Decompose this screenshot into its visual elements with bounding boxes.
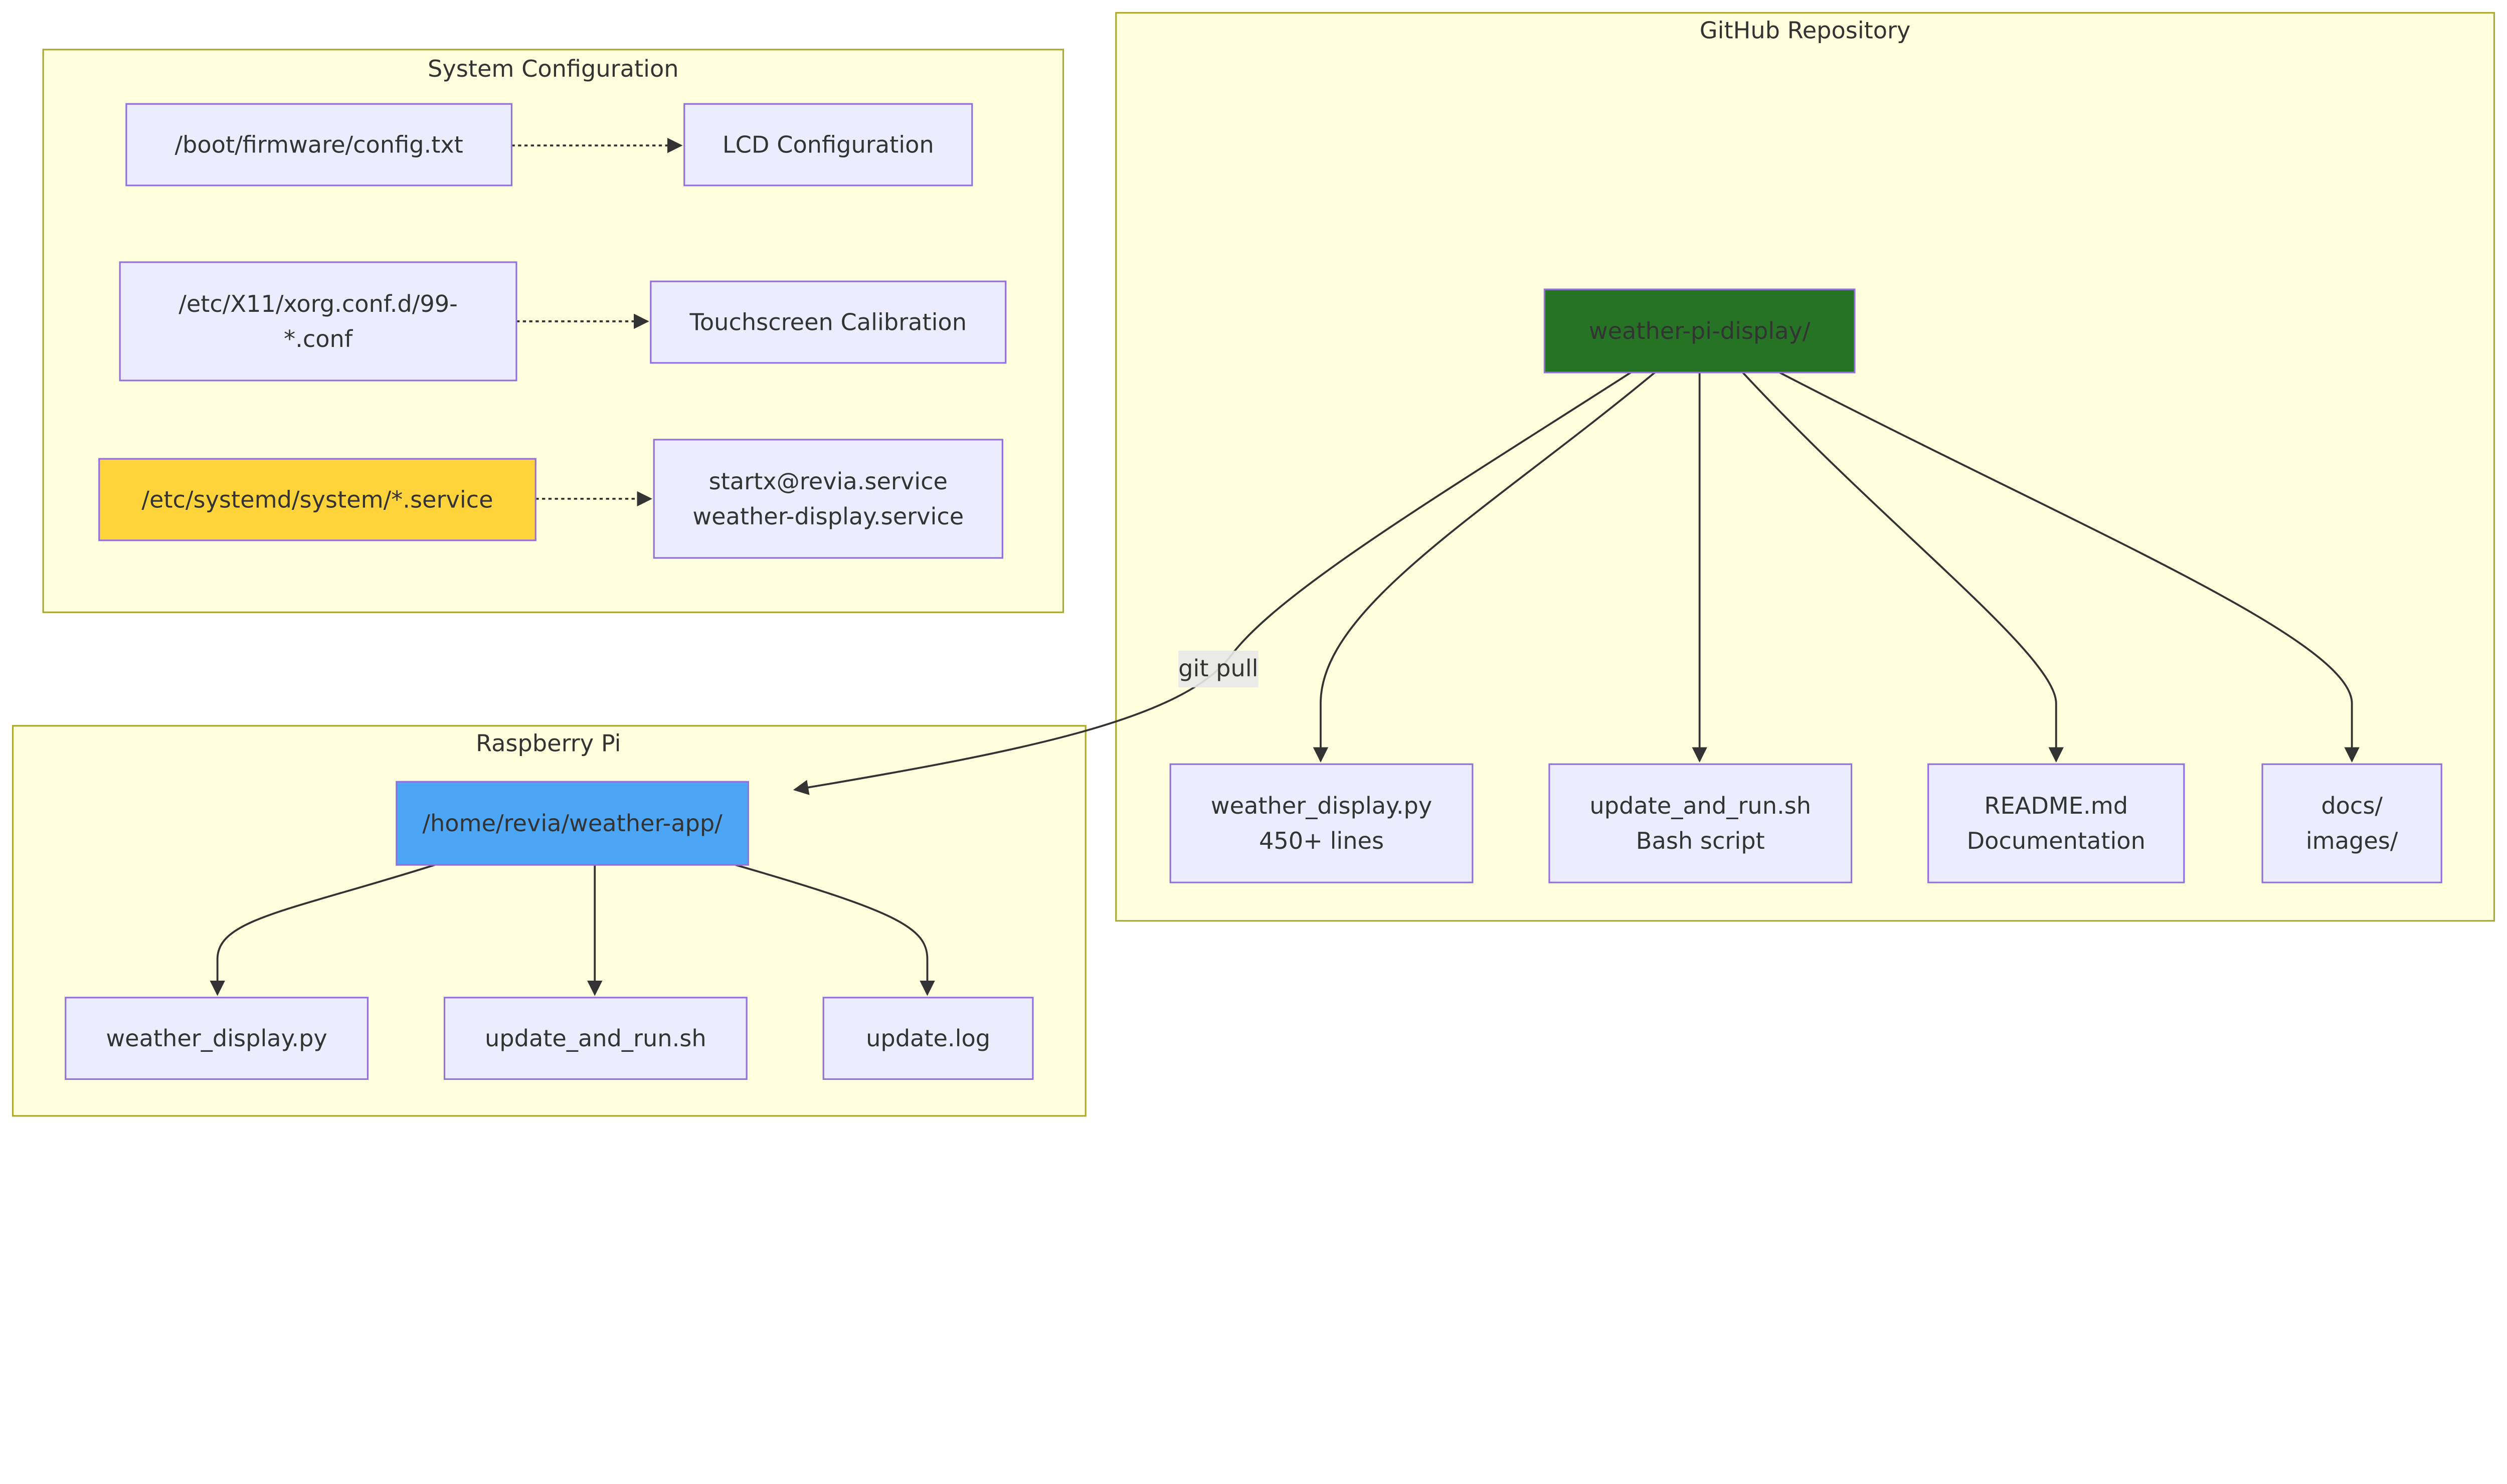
node-box [2261, 763, 2442, 883]
node-pi-update: update_and_run.sh [443, 997, 748, 1080]
node-pi-log: update.log [822, 997, 1034, 1080]
edge-home-to-log [735, 864, 935, 996]
cluster-title: GitHub Repository [1700, 17, 1911, 44]
node-label: update_and_run.sh [1589, 792, 1811, 819]
node-systemd: /etc/systemd/system/*.service [98, 458, 536, 541]
node-box [650, 280, 1007, 364]
edge-repo-to-docs [1779, 372, 2360, 763]
node-services: startx@revia.service weather-display.serv… [653, 439, 1003, 559]
node-box [125, 103, 512, 187]
cluster-title: Raspberry Pi [476, 730, 621, 757]
node-box [1543, 288, 1856, 374]
node-box [822, 997, 1034, 1080]
node-label: /home/revia/weather-app/ [422, 810, 723, 837]
node-label: update_and_run.sh [485, 1025, 706, 1052]
edge-home-to-weather [210, 864, 435, 996]
node-touch: Touchscreen Calibration [650, 280, 1007, 364]
node-box [683, 103, 973, 187]
edge-label-git-pull: git pull [1178, 650, 1259, 688]
node-box [653, 439, 1003, 559]
edges: git pull [210, 137, 2360, 996]
node-xorg: /etc/X11/xorg.conf.d/99- *.conf [119, 261, 517, 382]
node-lcd: LCD Configuration [683, 103, 973, 187]
node-gh-weather: weather_display.py 450+ lines [1169, 763, 1474, 883]
edge-repo-to-readme [1742, 372, 2064, 763]
node-label: /etc/X11/xorg.conf.d/99- [178, 290, 458, 317]
node-label: README.md [1984, 792, 2128, 819]
node-label: weather_display.py [106, 1025, 327, 1052]
node-label: weather-display.service [692, 503, 964, 530]
node-label: Touchscreen Calibration [689, 308, 967, 335]
node-box [1927, 763, 2185, 883]
node-label: update.log [866, 1025, 990, 1052]
node-label: startx@revia.service [709, 468, 948, 495]
svg-text:git pull: git pull [1178, 655, 1258, 682]
edge-repo-to-weather [1313, 372, 1656, 763]
node-label: weather-pi-display/ [1589, 317, 1811, 344]
node-label: 450+ lines [1259, 827, 1384, 854]
node-label: Bash script [1636, 827, 1765, 854]
node-label: *.conf [284, 325, 353, 352]
node-box [443, 997, 748, 1080]
node-pi-weather: weather_display.py [65, 997, 369, 1080]
node-gh-docs: docs/images/ [2261, 763, 2442, 883]
node-config-txt: /boot/firmware/config.txt [125, 103, 512, 187]
nodes: /boot/firmware/config.txt LCD Configurati… [65, 103, 2442, 1080]
node-label: weather_display.py [1211, 792, 1432, 819]
node-label: Documentation [1967, 827, 2145, 854]
node-home: /home/revia/weather-app/ [396, 781, 749, 866]
node-label: LCD Configuration [723, 131, 934, 158]
node-label: /etc/systemd/system/*.service [141, 486, 493, 513]
architecture-diagram: System Configuration GitHub Repository R… [12, 12, 2495, 1117]
node-box [1169, 763, 1474, 883]
cluster-title: System Configuration [428, 55, 678, 82]
node-box [396, 781, 749, 866]
node-label: images/ [2306, 827, 2398, 854]
node-box [65, 997, 369, 1080]
node-box [98, 458, 536, 541]
node-box [1548, 763, 1853, 883]
node-label: /boot/firmware/config.txt [174, 131, 463, 158]
node-label: docs/ [2321, 792, 2383, 819]
node-repo: weather-pi-display/ [1543, 288, 1856, 374]
node-box [119, 261, 517, 382]
